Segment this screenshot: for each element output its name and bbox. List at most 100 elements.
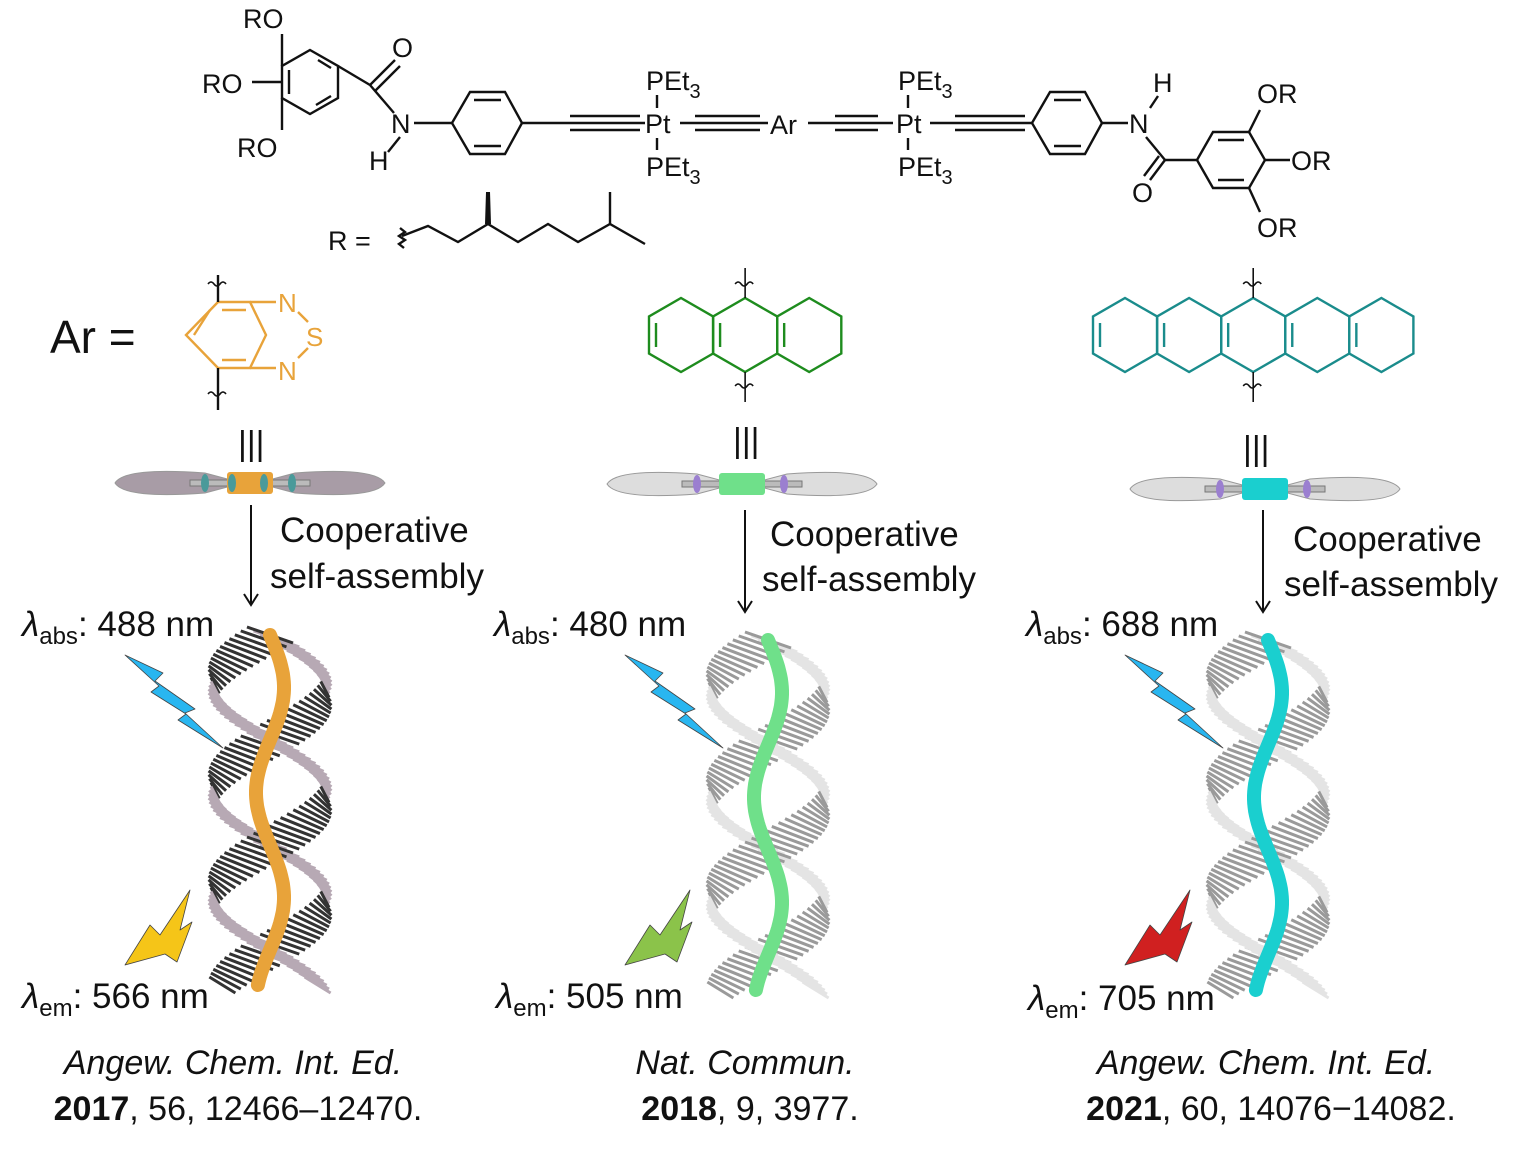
ribbon-segment [286,917,325,937]
ribbon-segment [1277,965,1319,984]
ribbon-segment [1208,661,1240,681]
column-2-labels: λabs: 480 nm λem: 505 nm Nat. Commun. 20… [492,605,859,1128]
ribbon-segment [1221,646,1265,665]
ribbon-segment [319,886,331,905]
ribbon-segment [292,808,328,828]
ribbon-segment [1264,828,1310,848]
ribbon-segment [1284,712,1323,732]
ribbon-segment [1317,681,1329,700]
ribbon-segment [1301,805,1330,825]
ribbon-segment [777,650,819,669]
acene-structures [207,268,1415,402]
ribbon-segment [208,765,237,785]
ribbon-segment [784,758,823,778]
ribbon-segment [1317,891,1329,910]
ribbon-segment [777,965,819,984]
ribbon-segment [1213,863,1252,883]
ribbon-segment [286,812,325,832]
ribbon-segment [1277,716,1319,735]
ribbon-segment [319,680,331,699]
process-label: Cooperative [280,511,469,550]
ribbon-segment [705,778,726,797]
pet3-label: PEt3 [646,152,701,189]
down-arrow-icon [737,510,753,614]
ribbon-segment [279,855,321,874]
ribbon-segment [1205,673,1226,692]
ribbon-segment [1306,906,1331,926]
ribbon-segment [1238,941,1285,961]
core-stack [747,633,789,997]
ribbon-segment [316,684,332,703]
core-stack [249,628,291,992]
ribbon-segment [814,794,830,813]
ribbon-segment [219,750,261,769]
ribbon-segment [784,712,823,732]
ribbon-segment [707,786,719,805]
ribbon-segment [223,641,267,660]
emission-wavelength: λem: 566 nm [20,977,209,1022]
process-label: self-assembly [1284,565,1498,604]
ribbon-segment [706,875,735,895]
ribbon-segment [1277,821,1319,840]
ribbon-segment [706,980,735,1000]
ribbon-segment [1284,817,1323,837]
ribbon-segment [259,722,306,742]
ro-label: RO [237,133,278,163]
ribbon-segment [1206,782,1222,801]
ribbon-segment [710,657,746,677]
ribbon-segment [207,773,228,792]
ribbon-segment [1221,856,1265,875]
ribbon-segment [212,652,248,672]
ribbon-segment [717,860,759,879]
ribbon-segment [1271,825,1315,844]
molecular-rod-models [114,470,1401,502]
ribbon-segment [817,790,829,809]
citation-details: 2018, 9, 3977. [641,1090,858,1128]
ribbon-segment [273,820,317,839]
ribbon-segment [1206,677,1222,696]
ribbon-segment [279,750,321,769]
ribbon-segment [1207,786,1219,805]
ribbon-segment [266,823,312,843]
ribbon-segment [708,766,740,786]
ribbon-segment [771,751,815,770]
ribbon-segment [790,708,826,728]
ribbon-segment [219,645,261,664]
ribbon-segment [298,804,330,824]
ribbon-segment [801,700,830,720]
nitrogen-label: N [391,109,411,139]
ribbon-segment [738,941,785,961]
ribbon-segment [1317,895,1329,914]
ribbon-segment [234,738,281,758]
ribbon-segment [784,863,823,883]
journal-citation: Angew. Chem. Int. Ed. [62,1044,402,1082]
pet3-label: PEt3 [646,66,701,103]
ribbon-segment [705,774,730,794]
ribbon-segment [319,781,331,800]
wavy-bond [734,281,754,287]
core-chromophore [1242,478,1288,500]
ribbon-segment [706,665,735,685]
ribbon-segment [814,899,830,918]
ribbon-segment [1310,693,1331,712]
ribbon-segment [1208,976,1240,996]
ring [1284,296,1351,374]
ribbon-segment [210,656,242,676]
ribbon-segment [207,769,232,789]
ribbon-segment [259,932,306,952]
oxygen-label: O [392,33,413,63]
ribbon-segment [1301,910,1330,930]
ribbon-segment [784,968,823,988]
ribbon-segment [1210,972,1246,992]
ribbon-segment [208,975,237,995]
ribbon-segment [801,805,830,825]
ribbon-segment [1306,801,1331,821]
light-bolts [124,654,1224,966]
wavy-bond [1242,383,1262,389]
ribbon-segment [1238,731,1285,751]
ribbon-segment [1317,685,1329,704]
ribbon-segment [707,681,719,700]
ribbon-segment [717,965,759,984]
equivalence-sign: ||| [238,425,265,463]
ribbon-segment [215,858,254,878]
